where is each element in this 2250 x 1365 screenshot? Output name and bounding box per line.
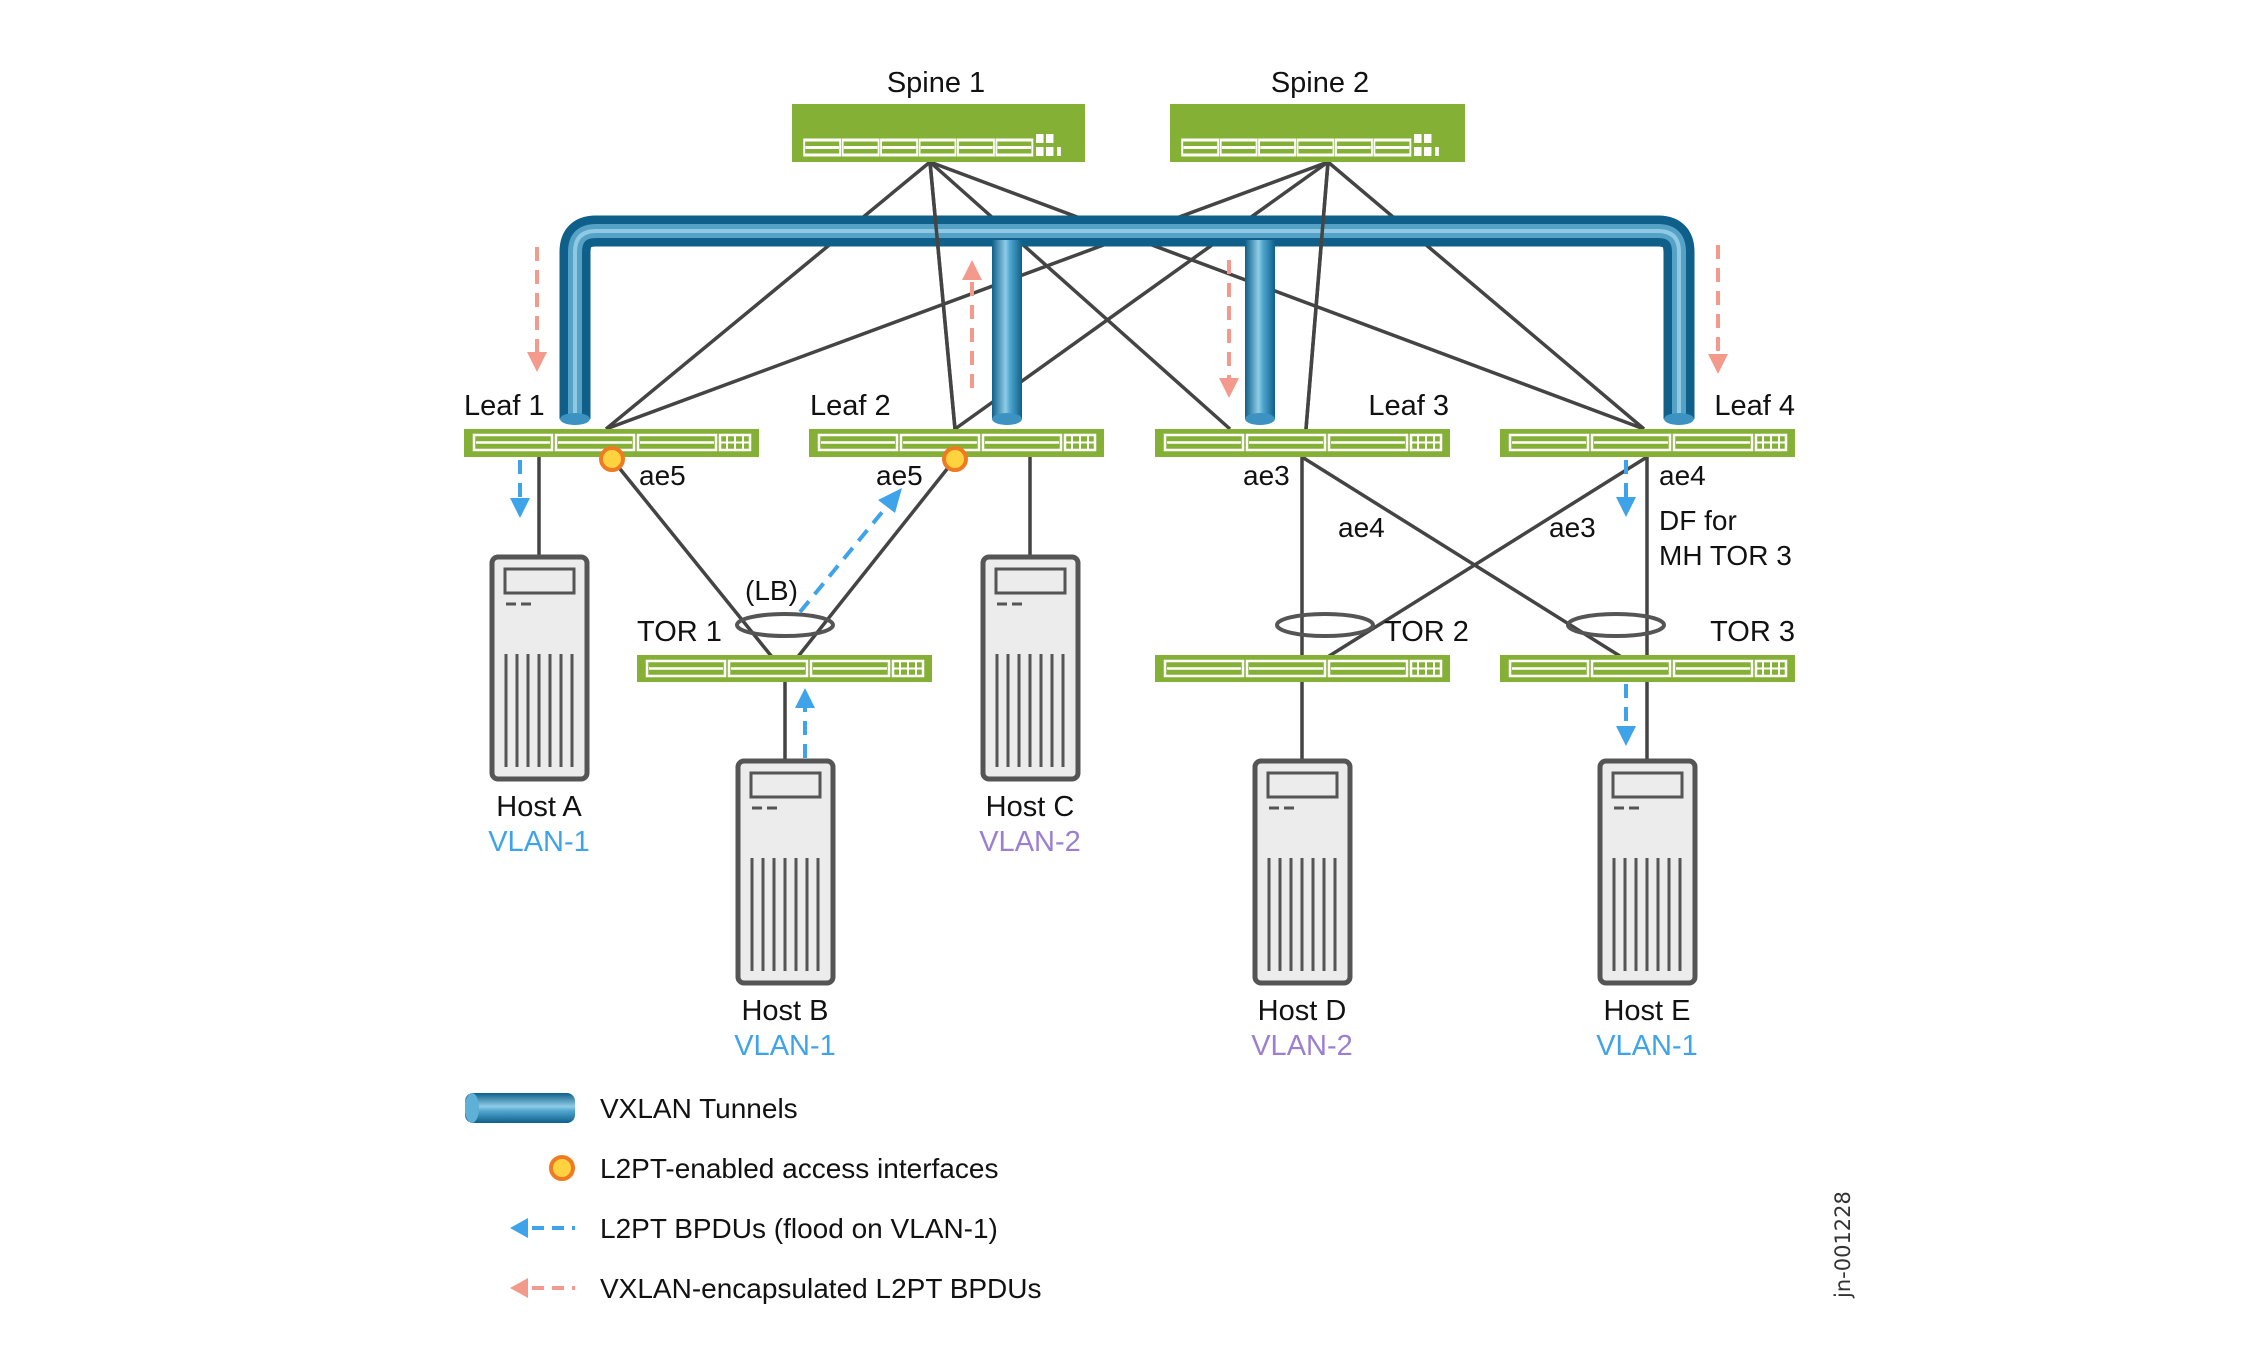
host-d[interactable]: Host D VLAN-2: [1251, 761, 1353, 1062]
legend-label-tunnel: VXLAN Tunnels: [600, 1093, 798, 1124]
server-icon[interactable]: [738, 761, 833, 983]
l2pt-bpdu-arrows: [510, 460, 1636, 758]
l2pt-bpdu-arrowhead: [1616, 726, 1636, 746]
ae4-label-leaf3: ae4: [1338, 512, 1385, 543]
host-c-label: Host C: [986, 791, 1075, 823]
host-a-label: Host A: [496, 791, 582, 823]
lag-tor2: [1275, 612, 1375, 638]
ae3-label-leaf4: ae3: [1549, 512, 1596, 543]
access-links: [537, 455, 1649, 760]
vxlan-bpdu-arrowhead: [962, 260, 982, 280]
server-icon[interactable]: [1255, 761, 1350, 983]
diagram-id: jn-001228: [1831, 1191, 1855, 1299]
link-spine1-leaf3: [928, 160, 1232, 431]
legend-label-vxlan-bpdu: VXLAN-encapsulated L2PT BPDUs: [600, 1273, 1042, 1304]
host-d-label: Host D: [1258, 995, 1347, 1027]
link-leaf1-tor1: [610, 457, 787, 675]
df-label-line1: DF for: [1659, 505, 1737, 536]
spine-2[interactable]: Spine 2: [1170, 67, 1465, 162]
leaf-1-label: Leaf 1: [464, 390, 545, 422]
host-e-vlan: VLAN-1: [1596, 1030, 1698, 1062]
l2pt-bpdu-arrow-tor1-leaf2: [798, 503, 890, 614]
lb-label-tor1: (LB): [745, 575, 798, 606]
vxlan-bpdu-arrowhead: [1219, 378, 1239, 398]
host-a-vlan: VLAN-1: [488, 826, 590, 858]
spine-2-label: Spine 2: [1271, 67, 1369, 99]
interface-dot-icon: [549, 1155, 575, 1181]
tor-1[interactable]: TOR 1: [637, 616, 932, 682]
lag-tor3: [1566, 612, 1666, 638]
server-icon[interactable]: [492, 557, 587, 779]
legend-item-vxlan-bpdu: VXLAN-encapsulated L2PT BPDUs: [510, 1273, 1042, 1304]
df-label-line2: MH TOR 3: [1659, 540, 1792, 571]
tor-2[interactable]: TOR 2: [1155, 616, 1469, 682]
ae5-label-leaf2: ae5: [876, 460, 923, 491]
vxlan-tunnel: [559, 215, 1695, 425]
ae3-label-leaf3: ae3: [1243, 460, 1290, 491]
salmon-arrow-icon: [510, 1278, 528, 1298]
spine-2-ports: [1181, 134, 1439, 157]
blue-arrow-icon: [510, 1218, 528, 1238]
spine-1-label: Spine 1: [887, 67, 985, 99]
host-c-vlan: VLAN-2: [979, 826, 1081, 858]
leaf-4-label: Leaf 4: [1714, 390, 1795, 422]
leaf-3[interactable]: Leaf 3: [1155, 390, 1450, 457]
host-e-label: Host E: [1603, 995, 1690, 1027]
vxlan-bpdu-arrowhead: [527, 352, 547, 372]
legend: VXLAN Tunnels L2PT-enabled access interf…: [465, 1093, 1042, 1304]
vxlan-bpdu-arrows: [527, 245, 1728, 398]
host-b-vlan: VLAN-1: [734, 1030, 836, 1062]
link-leaf4-tor2: [1301, 455, 1648, 675]
tor-2-label: TOR 2: [1384, 616, 1469, 648]
tor-1-label: TOR 1: [637, 616, 722, 648]
spine-leaf-links-front: [928, 161, 1330, 430]
host-a[interactable]: Host A VLAN-1: [488, 557, 590, 858]
leaf-4[interactable]: Leaf 4: [1500, 390, 1795, 457]
host-d-vlan: VLAN-2: [1251, 1030, 1353, 1062]
tunnel-icon: [465, 1093, 575, 1123]
leaf-3-label: Leaf 3: [1368, 390, 1449, 422]
link-spine1-leaf4: [929, 160, 1645, 431]
lag-tor1: [735, 612, 835, 638]
tor-3-label: TOR 3: [1710, 616, 1795, 648]
tor-3[interactable]: TOR 3: [1500, 616, 1795, 682]
host-b[interactable]: Host B VLAN-1: [734, 761, 836, 1062]
l2pt-interface-dot-leaf1-ae5[interactable]: [599, 446, 625, 472]
ae4-label-leaf4: ae4: [1659, 460, 1706, 491]
legend-label-l2pt-bpdu: L2PT BPDUs (flood on VLAN-1): [600, 1213, 998, 1244]
legend-label-interface: L2PT-enabled access interfaces: [600, 1153, 998, 1184]
leaf-2-label: Leaf 2: [810, 390, 891, 422]
vxlan-bpdu-arrowhead: [1708, 354, 1728, 374]
l2pt-interface-dot-leaf2-ae5[interactable]: [942, 446, 968, 472]
spine-leaf-links: [604, 160, 1646, 431]
link-leaf2-tor1: [783, 457, 957, 675]
l2pt-bpdu-arrowhead: [1616, 497, 1636, 517]
l2pt-bpdu-arrowhead: [795, 688, 815, 708]
ae5-label-leaf1: ae5: [639, 460, 686, 491]
host-e[interactable]: Host E VLAN-1: [1596, 761, 1698, 1062]
link-spine1-leaf1: [604, 160, 932, 431]
server-icon[interactable]: [1600, 761, 1695, 983]
l2pt-bpdu-arrowhead: [878, 488, 902, 513]
legend-item-l2pt-bpdu: L2PT BPDUs (flood on VLAN-1): [510, 1213, 998, 1244]
link-spine2-leaf1: [605, 160, 1329, 431]
link-spine2-leaf4: [1326, 160, 1646, 431]
legend-item-interface: L2PT-enabled access interfaces: [549, 1153, 998, 1184]
spine-1-ports: [803, 134, 1061, 157]
server-icon[interactable]: [983, 557, 1078, 779]
host-b-label: Host B: [741, 995, 828, 1027]
host-c[interactable]: Host C VLAN-2: [979, 557, 1081, 858]
legend-item-tunnel: VXLAN Tunnels: [465, 1093, 798, 1124]
l2pt-bpdu-arrowhead: [510, 498, 530, 518]
spine-1[interactable]: Spine 1: [792, 67, 1085, 162]
